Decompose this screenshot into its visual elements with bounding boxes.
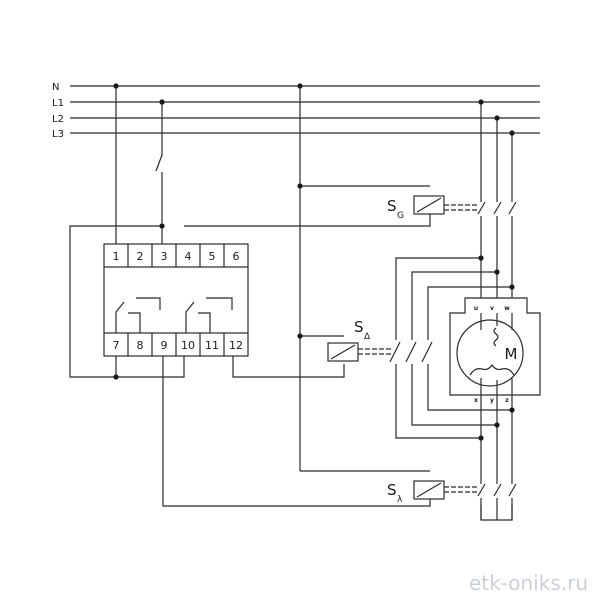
relay-contact-2 xyxy=(185,301,195,333)
terminal-6: 6 xyxy=(233,250,240,263)
relay-contact-1-nc xyxy=(136,297,161,310)
motor-terminal-v: v xyxy=(490,305,494,312)
motor-label: M xyxy=(505,345,518,363)
terminal-1: 1 xyxy=(113,250,120,263)
relay-module xyxy=(103,243,249,357)
sd-contacts xyxy=(358,341,433,363)
terminal-12: 12 xyxy=(229,339,243,352)
coil-sg xyxy=(413,195,445,215)
motor-circle xyxy=(456,319,524,387)
wire-delta-5 xyxy=(411,364,497,426)
sy-contacts xyxy=(444,483,517,498)
junction-dots xyxy=(113,83,515,441)
wire-9-to-sy xyxy=(162,356,431,507)
motor xyxy=(449,297,541,396)
motor-terminal-w: w xyxy=(504,305,510,312)
terminal-3: 3 xyxy=(161,250,168,263)
relay-contact-2-fixed xyxy=(198,312,211,333)
terminal-7: 7 xyxy=(113,339,120,352)
terminal-8: 8 xyxy=(137,339,144,352)
label-n: N xyxy=(52,82,59,93)
coil-sy-letter: S xyxy=(387,481,397,499)
wire-delta-3 xyxy=(427,286,512,340)
label-l3: L3 xyxy=(52,129,64,140)
motor-winding-coil xyxy=(493,327,499,347)
coil-sd xyxy=(327,342,359,362)
terminal-2: 2 xyxy=(137,250,144,263)
motor-terminal-y: y xyxy=(490,397,494,404)
coil-sy xyxy=(413,480,445,500)
label-l2: L2 xyxy=(52,114,64,125)
terminal-4: 4 xyxy=(185,250,192,263)
sg-contacts xyxy=(444,201,517,216)
relay-contact-1 xyxy=(115,301,125,333)
wire-delta-6 xyxy=(427,364,512,411)
wire-common-loop xyxy=(69,225,185,378)
relay-contact-1-fixed xyxy=(128,312,141,333)
star-bridge xyxy=(480,505,513,521)
motor-windings xyxy=(469,363,515,376)
terminal-11: 11 xyxy=(205,339,219,352)
motor-terminal-u: u xyxy=(474,305,478,312)
terminal-5: 5 xyxy=(209,250,216,263)
wire-delta-2 xyxy=(411,271,497,340)
terminal-10: 10 xyxy=(181,339,195,352)
coil-sg-sub: G xyxy=(397,211,404,221)
coil-sd-letter: S xyxy=(354,318,364,336)
wire-delta-1 xyxy=(395,257,481,340)
motor-terminal-x: x xyxy=(474,397,478,404)
relay-contact-2-nc xyxy=(206,297,233,310)
label-l1: L1 xyxy=(52,98,64,109)
wire-sg-return xyxy=(184,214,431,227)
motor-terminal-z: z xyxy=(505,397,509,404)
coil-sy-sub: λ xyxy=(397,495,403,505)
terminal-9: 9 xyxy=(161,339,168,352)
watermark: etk-oniks.ru xyxy=(469,571,588,595)
wire-delta-4 xyxy=(395,364,481,439)
switch-blade xyxy=(155,154,163,172)
wire-12-to-sd xyxy=(232,356,345,378)
coil-sd-sub: Δ xyxy=(364,332,371,342)
coil-sg-letter: S xyxy=(387,197,397,215)
